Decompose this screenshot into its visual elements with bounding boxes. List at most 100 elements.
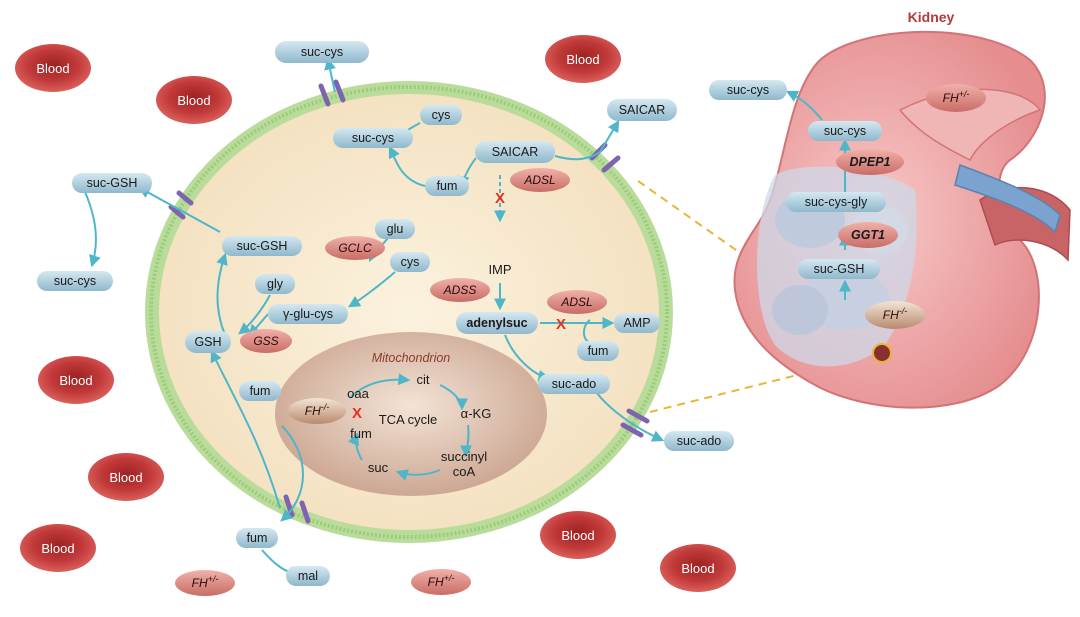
svg-text:SAICAR: SAICAR [492, 145, 539, 159]
svg-text:suc-cys: suc-cys [727, 83, 769, 97]
tumor-spot [872, 343, 892, 363]
metabolite-suc-cys-inside: suc-cys [333, 128, 413, 148]
svg-text:suc-cys-gly: suc-cys-gly [805, 195, 868, 209]
blood-cell: Blood [156, 76, 232, 124]
blood-label: Blood [41, 541, 74, 556]
blood-label: Blood [36, 61, 69, 76]
metabolite-glu: glu [375, 219, 415, 239]
blood-label: Blood [561, 528, 594, 543]
blood-label: Blood [681, 561, 714, 576]
metabolite-suc-cys-left: suc-cys [37, 271, 113, 291]
metabolite-suc-cys-kidney-top: suc-cys [709, 80, 787, 100]
mitochondrion: Mitochondrion [275, 332, 547, 496]
svg-text:ADSL: ADSL [560, 295, 592, 309]
svg-text:fum: fum [437, 179, 458, 193]
label-imp: IMP [488, 262, 511, 277]
kidney-title: Kidney [908, 9, 955, 25]
blood-cells: Blood Blood Blood Blood Blood Blood Bloo… [15, 35, 736, 592]
metabolite-suc-gsh-inside: suc-GSH [222, 236, 302, 256]
svg-text:ADSS: ADSS [443, 283, 477, 297]
x-mark-fh: X [352, 405, 362, 422]
blood-cell: Blood [88, 453, 164, 501]
fh-heterozygous-left: FH+/- [175, 570, 235, 596]
svg-text:suc-cys: suc-cys [54, 274, 96, 288]
blood-cell: Blood [545, 35, 621, 83]
metabolite-gly: gly [255, 274, 295, 294]
blood-cell: Blood [20, 524, 96, 572]
svg-text:AMP: AMP [623, 316, 650, 330]
label-coa: coA [453, 464, 476, 479]
enzyme-gclc: GCLC [325, 236, 385, 260]
enzyme-gss: GSS [240, 329, 292, 353]
svg-text:suc-GSH: suc-GSH [237, 239, 288, 253]
metabolite-suc-gsh-kidney: suc-GSH [798, 259, 880, 279]
label-tca-cycle: TCA cycle [379, 412, 438, 427]
blood-label: Blood [109, 470, 142, 485]
metabolite-suc-cys-kidney: suc-cys [808, 121, 882, 141]
metabolite-suc-ado-inside: suc-ado [538, 374, 610, 394]
enzyme-ggt1: GGT1 [838, 222, 898, 248]
metabolite-fum-amp: fum [577, 341, 619, 361]
metabolite-suc-gsh-outside: suc-GSH [72, 173, 152, 193]
kidney-illustration: Kidney suc-cys suc-cys DPEP1 suc-cys-gly… [709, 9, 1071, 409]
svg-text:suc-GSH: suc-GSH [814, 262, 865, 276]
metabolite-cys-2: cys [390, 252, 430, 272]
enzymes: ADSL GCLC ADSS ADSL GSS [240, 168, 607, 353]
svg-text:γ-glu-cys: γ-glu-cys [283, 307, 333, 321]
metabolite-suc-cys-outside: suc-cys [275, 41, 369, 63]
svg-text:mal: mal [298, 569, 318, 583]
plain-labels: IMP oaa cit α-KG TCA cycle fum succinyl … [347, 262, 511, 479]
label-oaa: oaa [347, 386, 369, 401]
x-mark-adsl-bottom: X [556, 316, 566, 333]
svg-text:adenylsuc: adenylsuc [466, 316, 527, 330]
metabolite-saicar-inside: SAICAR [475, 141, 555, 163]
metabolite-adenylsuc: adenylsuc [456, 312, 538, 334]
svg-text:FH+/-: FH+/- [943, 89, 970, 105]
metabolite-cys: cys [420, 105, 462, 125]
metabolite-gamma-glu-cys: γ-glu-cys [268, 304, 348, 324]
svg-text:FH+/-: FH+/- [428, 573, 455, 589]
svg-text:FH+/-: FH+/- [192, 574, 219, 590]
enzyme-adsl-bottom: ADSL [547, 290, 607, 314]
enzyme-dpep1: DPEP1 [836, 149, 904, 175]
metabolite-mal: mal [286, 566, 330, 586]
pathway-arrows [84, 57, 665, 579]
svg-text:cys: cys [401, 255, 420, 269]
blood-cell: Blood [38, 356, 114, 404]
svg-text:glu: glu [387, 222, 404, 236]
inhibition-marks: X X X [352, 190, 566, 422]
svg-text:DPEP1: DPEP1 [850, 155, 891, 169]
label-suc: suc [368, 460, 389, 475]
blood-cell: Blood [15, 44, 91, 92]
svg-text:GSS: GSS [253, 334, 278, 348]
fh-homozygous-mito: FH-/- [288, 398, 346, 424]
label-akg: α-KG [461, 406, 492, 421]
metabolite-gsh: GSH [185, 331, 231, 353]
blood-cell: Blood [660, 544, 736, 592]
label-succinyl: succinyl [441, 449, 487, 464]
svg-text:gly: gly [267, 277, 284, 291]
metabolite-amp: AMP [614, 313, 660, 333]
blood-label: Blood [59, 373, 92, 388]
label-fum-mito: fum [350, 426, 372, 441]
label-cit: cit [417, 372, 430, 387]
fh-heterozygous-kidney: FH+/- [926, 84, 986, 112]
genotypes: FH-/- FH+/- FH+/- [175, 398, 471, 596]
svg-text:FH-/-: FH-/- [883, 306, 908, 322]
blood-cell: Blood [540, 511, 616, 559]
mitochondrion-title: Mitochondrion [372, 351, 451, 365]
svg-text:SAICAR: SAICAR [619, 103, 666, 117]
metabolite-fum-outside: fum [236, 528, 278, 548]
svg-text:suc-cys: suc-cys [824, 124, 866, 138]
svg-text:cys: cys [432, 108, 451, 122]
metabolite-saicar-outside: SAICAR [607, 99, 677, 121]
metabolites: suc-cys cys suc-cys SAICAR fum SAICAR su… [37, 41, 734, 586]
svg-text:GGT1: GGT1 [851, 228, 885, 242]
svg-text:suc-ado: suc-ado [552, 377, 597, 391]
metabolite-suc-cys-gly: suc-cys-gly [786, 192, 886, 212]
svg-text:GCLC: GCLC [338, 241, 372, 255]
svg-text:suc-cys: suc-cys [301, 45, 343, 59]
svg-text:FH-/-: FH-/- [305, 402, 330, 418]
fh-homozygous-kidney: FH-/- [865, 301, 925, 329]
